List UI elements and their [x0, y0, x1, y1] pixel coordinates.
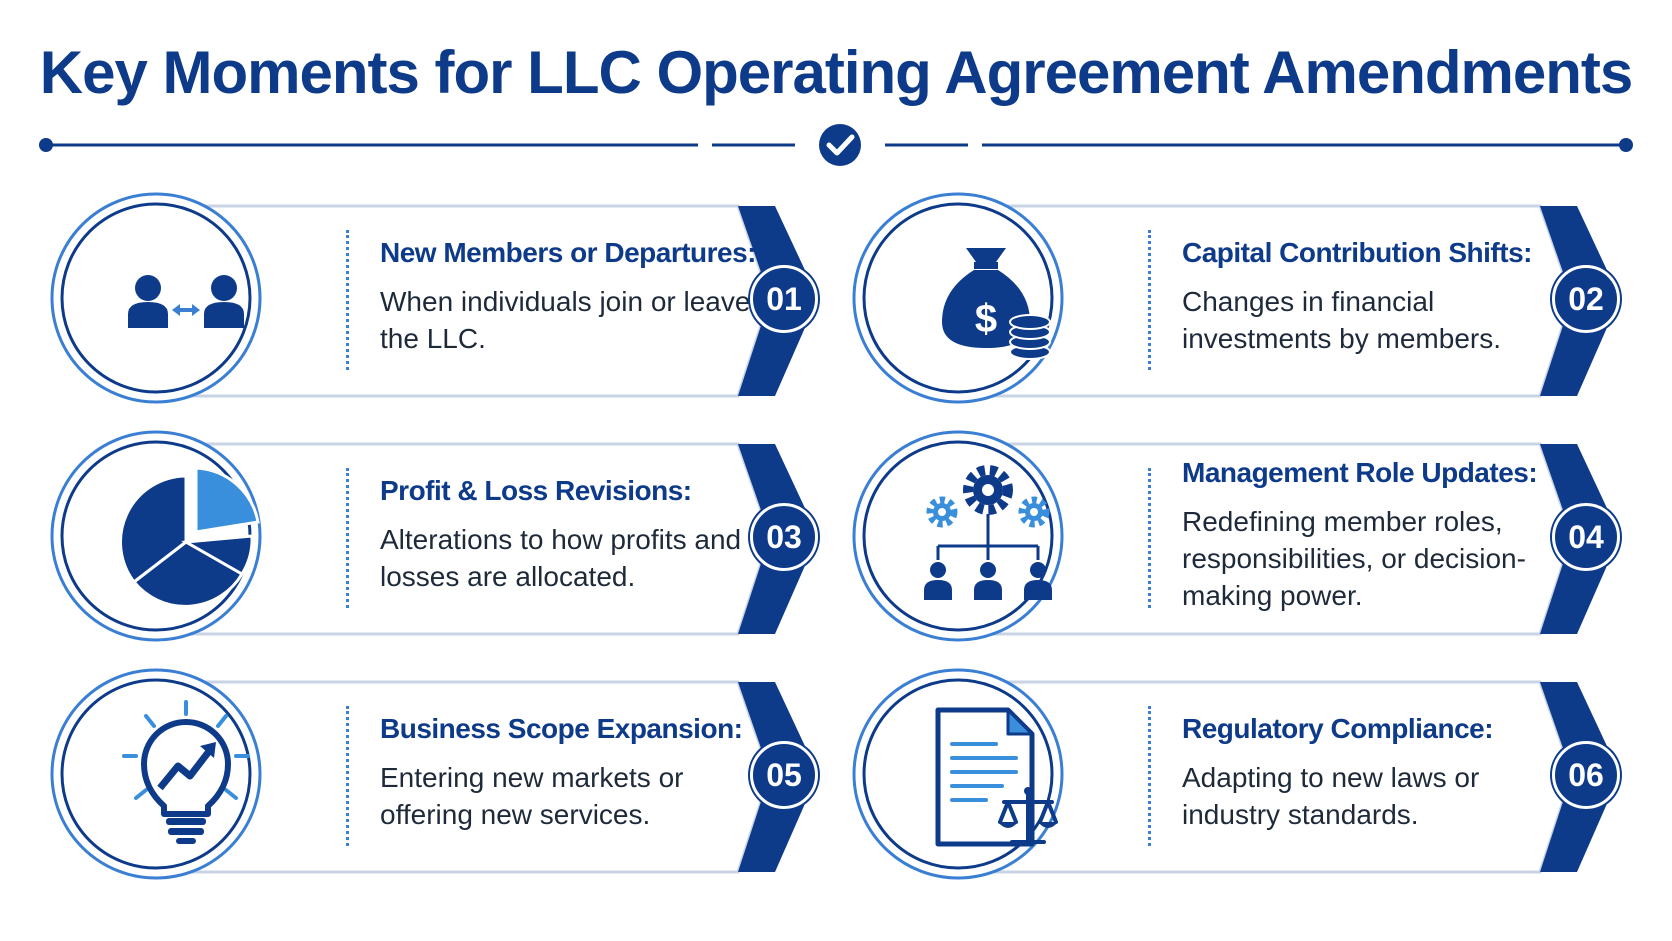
checkmark-icon — [819, 124, 861, 166]
card-capital-contribution: $ Capital Contribution Shifts: Changes i… — [850, 192, 1620, 412]
card-title: New Members or Departures: — [380, 237, 757, 268]
svg-text:$: $ — [975, 297, 997, 341]
card-text: Management Role Updates: Redefining memb… — [1182, 430, 1572, 640]
card-frame — [50, 668, 818, 880]
card-profit-loss: Profit & Loss Revisions: Alterations to … — [48, 430, 818, 650]
lightbulb-growth-icon — [106, 694, 266, 854]
card-description: Redefining member roles, responsibilitie… — [1182, 505, 1526, 611]
money-bag-icon: $ — [908, 218, 1068, 378]
card-regulatory-compliance: Regulatory Compliance: Adapting to new l… — [850, 668, 1620, 888]
card-description: Adapting to new laws or industry standar… — [1182, 762, 1480, 830]
card-number-badge: 02 — [1552, 265, 1620, 333]
page-title: Key Moments for LLC Operating Agreement … — [39, 39, 1633, 106]
card-new-members: New Members or Departures: When individu… — [48, 192, 818, 412]
card-description: Entering new markets or offering new ser… — [380, 762, 684, 830]
card-text: New Members or Departures: When individu… — [380, 192, 770, 402]
card-title: Management Role Updates: — [1182, 456, 1538, 488]
dotted-separator — [346, 468, 349, 608]
card-description: Changes in financial investments by memb… — [1182, 286, 1501, 354]
card-number-badge: 05 — [750, 741, 818, 809]
dotted-separator — [346, 230, 349, 370]
card-text: Capital Contribution Shifts: Changes in … — [1182, 192, 1572, 402]
document-scales-icon — [908, 694, 1068, 854]
card-text: Business Scope Expansion: Entering new m… — [380, 668, 770, 878]
card-number-badge: 04 — [1552, 503, 1620, 571]
dotted-separator — [1148, 706, 1151, 846]
dotted-separator — [1148, 468, 1151, 608]
card-title: Profit & Loss Revisions: — [380, 475, 692, 506]
card-text: Regulatory Compliance: Adapting to new l… — [1182, 668, 1572, 878]
card-text: Profit & Loss Revisions: Alterations to … — [380, 430, 770, 640]
card-title: Regulatory Compliance: — [1182, 713, 1494, 744]
card-title: Capital Contribution Shifts: — [1182, 237, 1532, 268]
dotted-separator — [346, 706, 349, 846]
title-divider — [39, 124, 1633, 166]
card-management-roles: Management Role Updates: Redefining memb… — [850, 430, 1620, 650]
card-number-badge: 06 — [1552, 741, 1620, 809]
card-number-badge: 01 — [750, 265, 818, 333]
card-description: Alterations to how profits and losses ar… — [380, 524, 742, 592]
card-number-badge: 03 — [750, 503, 818, 571]
pie-chart-icon — [106, 456, 266, 616]
org-gears-icon — [908, 456, 1068, 616]
card-business-scope: Business Scope Expansion: Entering new m… — [48, 668, 818, 888]
card-description: When individuals join or leave the LLC. — [380, 286, 751, 354]
card-title: Business Scope Expansion: — [380, 713, 743, 744]
dotted-separator — [1148, 230, 1151, 370]
members-exchange-icon — [106, 218, 266, 378]
